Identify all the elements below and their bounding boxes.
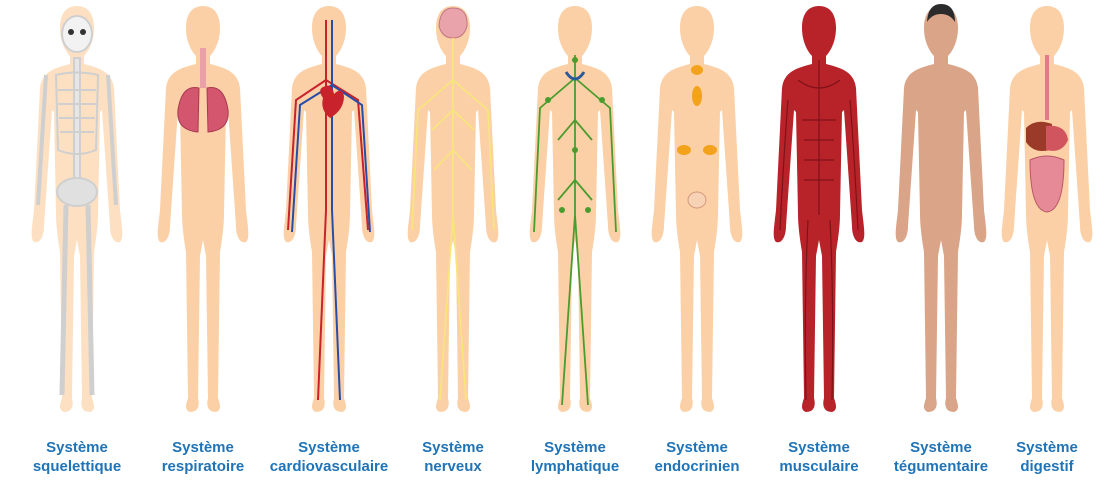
heart-vessels-figure — [268, 0, 390, 430]
system-label: Système respiratoire — [134, 438, 272, 476]
label-line1: Système — [750, 438, 888, 457]
system-figure-respiratory: Système respiratoire — [142, 0, 264, 481]
system-label: Système nerveux — [384, 438, 522, 476]
label-line2: respiratoire — [134, 457, 272, 476]
label-line1: Système — [134, 438, 272, 457]
system-figure-digestive: Système digestif — [986, 0, 1105, 481]
system-figure-muscular: Système musculaire — [758, 0, 880, 481]
system-figure-endocrine: Système endocrinien — [636, 0, 758, 481]
skeleton-figure — [16, 0, 138, 430]
label-line2: lymphatique — [506, 457, 644, 476]
lungs-figure — [142, 0, 264, 430]
brain-nerves-figure — [392, 0, 514, 430]
system-figure-lymphatic: Système lymphatique — [514, 0, 636, 481]
label-line1: Système — [8, 438, 146, 457]
glands-figure — [636, 0, 758, 430]
label-line1: Système — [260, 438, 398, 457]
system-label: Système lymphatique — [506, 438, 644, 476]
label-line1: Système — [628, 438, 766, 457]
label-line1: Système — [506, 438, 644, 457]
label-line2: cardiovasculaire — [260, 457, 398, 476]
label-line1: Système — [978, 438, 1105, 457]
skin-figure — [880, 0, 1002, 430]
label-line2: endocrinien — [628, 457, 766, 476]
system-figure-nervous: Système nerveux — [392, 0, 514, 481]
label-line2: nerveux — [384, 457, 522, 476]
system-label: Système squelettique — [8, 438, 146, 476]
label-line2: digestif — [978, 457, 1105, 476]
digestive-figure — [986, 0, 1105, 430]
system-figure-skeletal: Système squelettique — [16, 0, 138, 481]
system-label: Système cardiovasculaire — [260, 438, 398, 476]
system-figure-integumentary: Système tégumentaire — [880, 0, 1002, 481]
lymph-figure — [514, 0, 636, 430]
label-line2: musculaire — [750, 457, 888, 476]
label-line1: Système — [384, 438, 522, 457]
system-label: Système digestif — [978, 438, 1105, 476]
muscles-figure — [758, 0, 880, 430]
system-label: Système endocrinien — [628, 438, 766, 476]
system-label: Système musculaire — [750, 438, 888, 476]
system-figure-cardiovascular: Système cardiovasculaire — [268, 0, 390, 481]
label-line2: squelettique — [8, 457, 146, 476]
